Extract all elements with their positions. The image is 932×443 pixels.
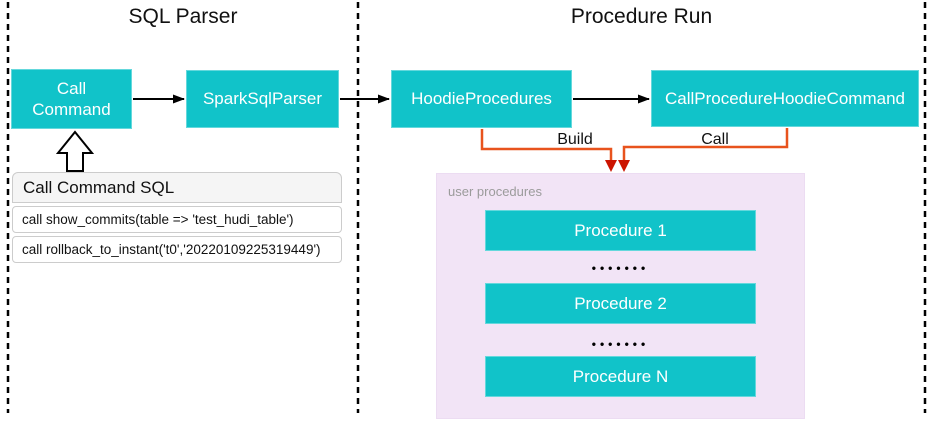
section-title-procedure-run: Procedure Run <box>570 5 713 28</box>
connector-call-arrowhead-icon <box>618 160 630 172</box>
node-callprocedurehoodiecommand-label: CallProcedureHoodieCommand <box>664 88 905 108</box>
node-procedure-2: Procedure 2 <box>485 283 756 324</box>
edge-label-build: Build <box>557 131 593 148</box>
sql-panel-header: Call Command SQL <box>12 172 342 203</box>
ellipsis-dots: ••••••• <box>591 261 650 275</box>
node-hoodieprocedures-label: HoodieProcedures <box>411 89 552 109</box>
node-procedure-2-label: Procedure 2 <box>574 293 667 313</box>
up-block-arrow-icon <box>55 130 95 172</box>
node-sparksqlparser: SparkSqlParser <box>186 70 339 128</box>
node-call-command-label: Call Command <box>32 78 111 119</box>
node-hoodieprocedures: HoodieProcedures <box>391 70 572 128</box>
user-procedures-label: user procedures <box>448 184 542 199</box>
connector-build <box>480 129 613 161</box>
sql-panel-row-rollback: call rollback_to_instant('t0','202201092… <box>12 236 342 263</box>
node-procedure-1-label: Procedure 1 <box>574 220 667 240</box>
node-procedure-n-label: Procedure N <box>572 366 669 386</box>
node-sparksqlparser-label: SparkSqlParser <box>202 89 323 109</box>
node-procedure-n: Procedure N <box>485 356 756 397</box>
connector-build-arrowhead-icon <box>605 160 617 172</box>
node-procedure-1: Procedure 1 <box>485 210 756 251</box>
section-title-sql-parser: SQL Parser <box>128 5 238 28</box>
edge-label-call: Call <box>701 131 729 148</box>
node-callprocedurehoodiecommand: CallProcedureHoodieCommand <box>651 70 919 127</box>
node-call-command: Call Command <box>11 69 132 129</box>
connector-call <box>622 128 789 161</box>
sql-panel-row-show-commits: call show_commits(table => 'test_hudi_ta… <box>12 206 342 233</box>
ellipsis-dots: ••••••• <box>591 337 650 351</box>
